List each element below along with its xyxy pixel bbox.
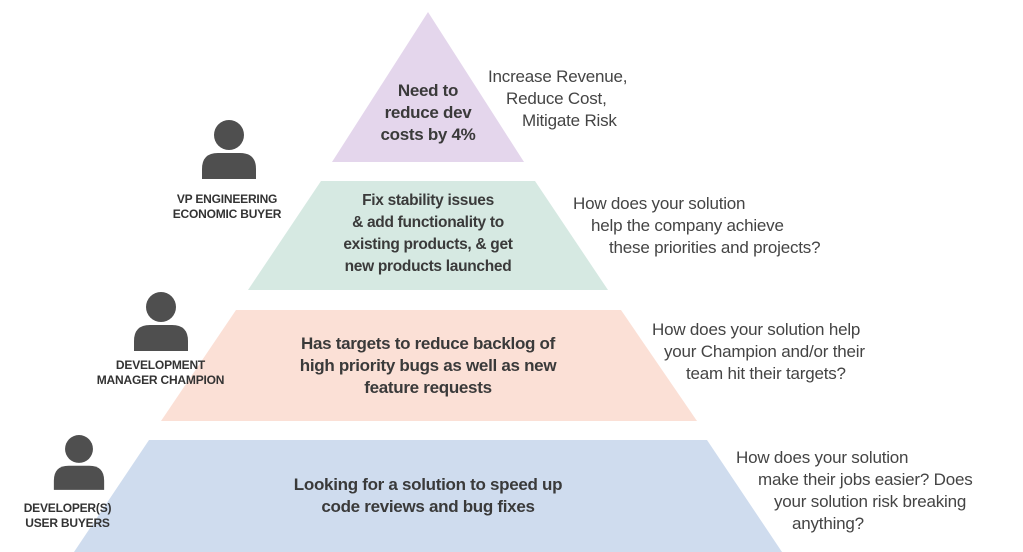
role-label-economic-buyer: VP ENGINEERING ECONOMIC BUYER bbox=[152, 192, 302, 222]
tier-top-shape bbox=[332, 12, 524, 162]
side-note-line: How does your solution bbox=[736, 448, 909, 467]
side-note-line: make their jobs easier? Does bbox=[758, 470, 973, 489]
side-note-line: anything? bbox=[792, 514, 864, 533]
role-label-user-buyers: DEVELOPER(S) USER BUYERS bbox=[10, 501, 125, 531]
person-icon bbox=[202, 120, 256, 179]
person-icon bbox=[134, 292, 188, 351]
tier-top-line: Need to bbox=[397, 81, 459, 100]
side-note-line: your Champion and/or their bbox=[664, 342, 865, 361]
side-note-line: Increase Revenue, bbox=[488, 67, 628, 86]
tier-top-line: reduce dev bbox=[384, 103, 472, 122]
role-line: DEVELOPER(S) bbox=[23, 501, 112, 515]
tier-top-side-note: Increase Revenue, Reduce Cost, Mitigate … bbox=[488, 66, 628, 132]
tier-bottom-side-note: How does your solution make their jobs e… bbox=[736, 447, 973, 535]
tier-bottom-line: code reviews and bug fixes bbox=[321, 497, 535, 516]
tier-middle-line: feature requests bbox=[364, 378, 492, 397]
side-note-line: these priorities and projects? bbox=[609, 238, 821, 257]
tier-upper-shape bbox=[248, 181, 608, 290]
tier-bottom-line: Looking for a solution to speed up bbox=[293, 475, 563, 494]
tier-middle-text: Has targets to reduce backlog of high pr… bbox=[258, 333, 598, 399]
tier-upper-line: new products launched bbox=[344, 258, 512, 275]
side-note-line: Mitigate Risk bbox=[522, 111, 617, 130]
role-line: ECONOMIC BUYER bbox=[172, 207, 282, 221]
tier-bottom-text: Looking for a solution to speed up code … bbox=[248, 474, 608, 518]
side-note-line: help the company achieve bbox=[591, 216, 784, 235]
role-label-champion: DEVELOPMENT MANAGER CHAMPION bbox=[78, 358, 243, 388]
side-note-line: Reduce Cost, bbox=[506, 89, 607, 108]
tier-top-line: costs by 4% bbox=[380, 125, 476, 144]
tier-upper-line: & add functionality to bbox=[352, 214, 504, 231]
tier-upper-line: existing products, & get bbox=[343, 236, 513, 253]
tier-upper-line: Fix stability issues bbox=[362, 192, 494, 209]
tier-middle-shape bbox=[161, 310, 697, 421]
tier-top-text: Need to reduce dev costs by 4% bbox=[358, 80, 498, 146]
tier-middle-line: Has targets to reduce backlog of bbox=[301, 334, 555, 353]
role-line: VP ENGINEERING bbox=[176, 192, 278, 206]
tier-middle-line: high priority bugs as well as new bbox=[299, 356, 557, 375]
person-icon bbox=[53, 435, 105, 490]
side-note-line: your solution risk breaking bbox=[774, 492, 967, 511]
tier-middle-side-note: How does your solution help your Champio… bbox=[652, 319, 865, 385]
side-note-line: How does your solution help bbox=[652, 320, 861, 339]
tier-bottom-shape bbox=[74, 440, 782, 552]
role-line: DEVELOPMENT bbox=[115, 358, 206, 372]
side-note-line: team hit their targets? bbox=[686, 364, 846, 383]
role-line: MANAGER CHAMPION bbox=[96, 373, 225, 387]
tier-upper-text: Fix stability issues & add functionality… bbox=[318, 190, 538, 278]
role-line: USER BUYERS bbox=[25, 516, 110, 530]
side-note-line: How does your solution bbox=[573, 194, 746, 213]
tier-upper-side-note: How does your solution help the company … bbox=[573, 193, 821, 259]
